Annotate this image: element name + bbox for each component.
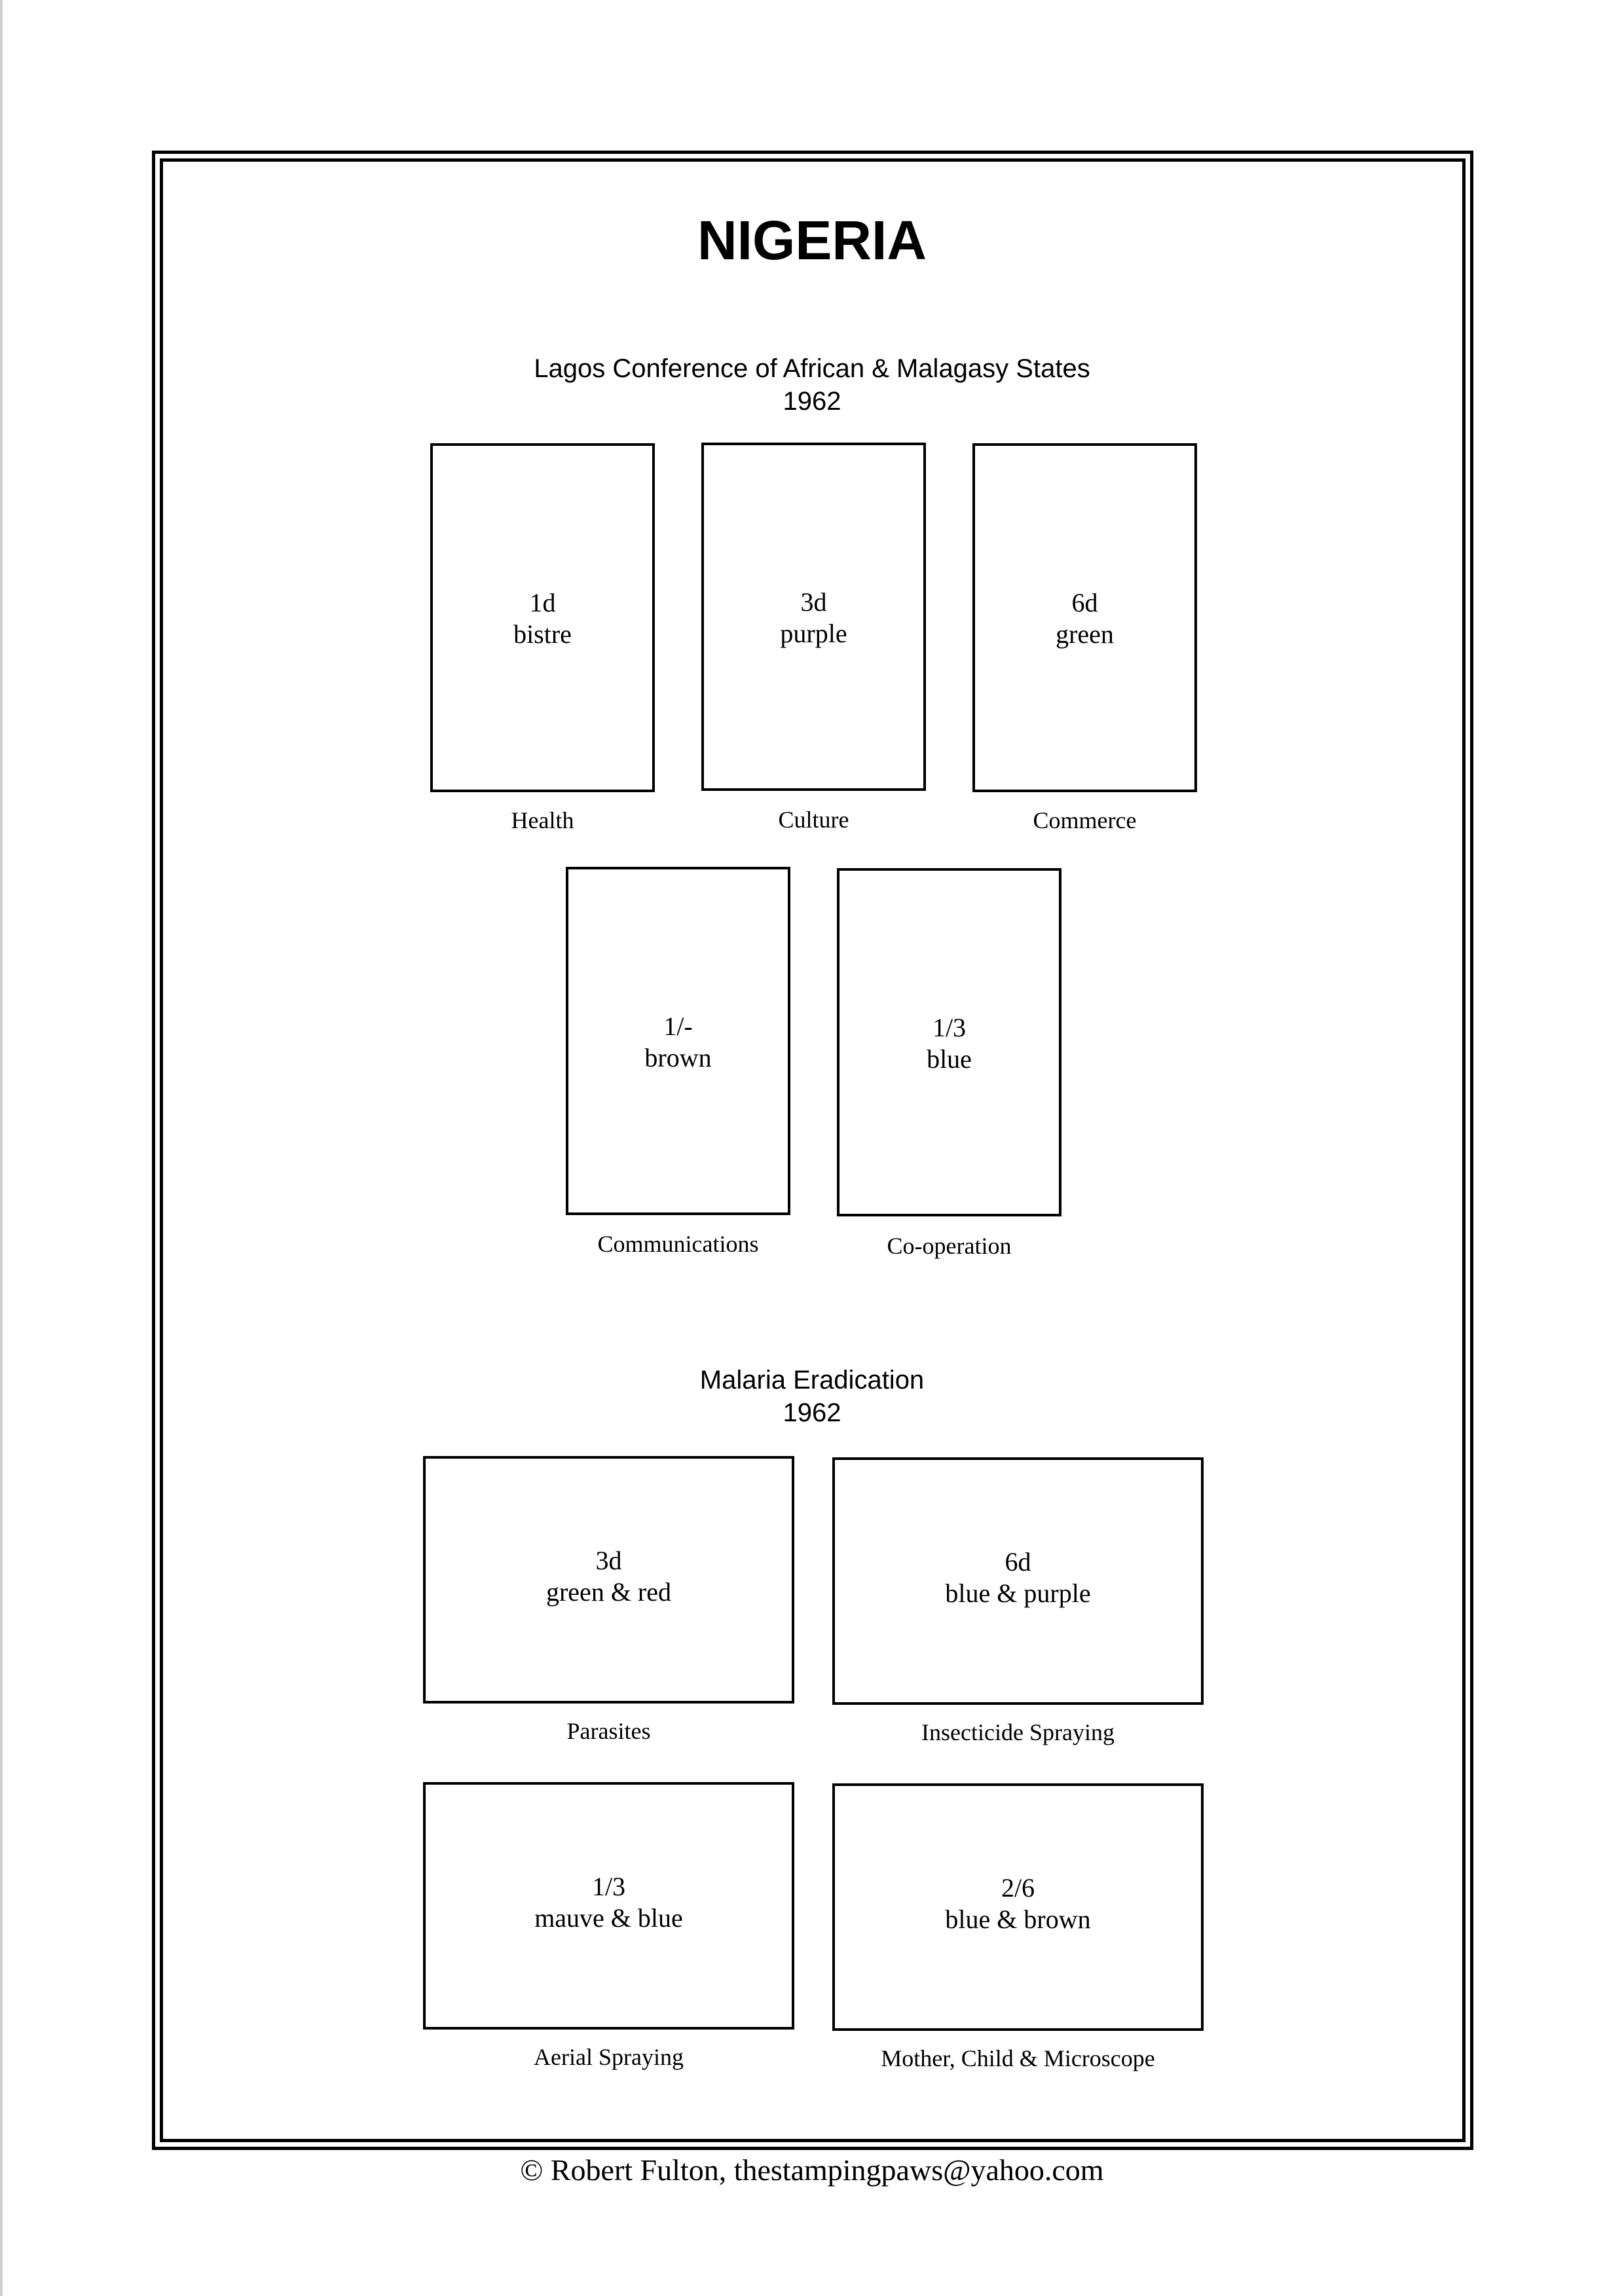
stamp-color: green & red bbox=[545, 1577, 671, 1607]
stamp-caption: Insecticide Spraying bbox=[921, 1719, 1115, 1745]
stamp-denomination: 2/6 bbox=[1001, 1873, 1035, 1903]
stamp-caption: Commerce bbox=[1033, 807, 1137, 833]
stamp-denomination: 1/3 bbox=[932, 1013, 967, 1042]
stamp-caption: Co-operation bbox=[887, 1233, 1012, 1259]
stamp-denomination: 1/- bbox=[663, 1011, 693, 1041]
stamp-denomination: 6d bbox=[1071, 588, 1098, 617]
stamp-color: mauve & blue bbox=[534, 1903, 683, 1933]
stamp-caption: Mother, Child & Microscope bbox=[881, 2045, 1155, 2071]
stamp-denomination: 1/3 bbox=[591, 1872, 626, 1901]
album-page-border-inner bbox=[160, 158, 1466, 2142]
stamp-denomination: 3d bbox=[800, 587, 827, 617]
section-title: Lagos Conference of African & Malagasy S… bbox=[534, 354, 1090, 383]
copyright-footer: © Robert Fulton, thestampingpaws@yahoo.c… bbox=[520, 2153, 1104, 2187]
stamp-color: blue & purple bbox=[945, 1578, 1091, 1608]
stamp-caption: Culture bbox=[778, 807, 849, 833]
stamp-caption: Communications bbox=[597, 1231, 759, 1257]
stamp-color: blue & brown bbox=[945, 1904, 1091, 1934]
section-heading-malaria: Malaria Eradication 1962 bbox=[0, 1364, 1624, 1429]
stamp-box: 1/3 mauve & blue bbox=[423, 1782, 794, 2030]
section-title: Malaria Eradication bbox=[699, 1366, 925, 1394]
stamp-denomination: 3d bbox=[595, 1546, 622, 1575]
stamp-denomination: 6d bbox=[1005, 1547, 1031, 1576]
stamp-box: 6d blue & purple bbox=[832, 1457, 1204, 1705]
album-page-border-outer bbox=[152, 151, 1473, 2150]
stamp-color: green bbox=[1056, 619, 1114, 649]
page-title: NIGERIA bbox=[697, 210, 927, 271]
stamp-box: 1/3 blue bbox=[837, 868, 1061, 1216]
section-year: 1962 bbox=[783, 387, 841, 416]
stamp-box: 1d bistre bbox=[430, 443, 655, 792]
stamp-caption: Aerial Spraying bbox=[534, 2044, 684, 2070]
stamp-color: bistre bbox=[513, 619, 572, 649]
stamp-color: blue bbox=[927, 1044, 972, 1074]
stamp-color: brown bbox=[644, 1043, 712, 1072]
stamp-caption: Parasites bbox=[566, 1718, 651, 1744]
stamp-box: 2/6 blue & brown bbox=[832, 1783, 1204, 2031]
stamp-color: purple bbox=[780, 619, 847, 648]
stamp-caption: Health bbox=[511, 807, 574, 833]
section-year: 1962 bbox=[783, 1398, 841, 1427]
section-heading-lagos: Lagos Conference of African & Malagasy S… bbox=[0, 352, 1624, 418]
stamp-box: 3d purple bbox=[701, 443, 926, 791]
stamp-box: 3d green & red bbox=[423, 1456, 794, 1704]
page-edge bbox=[0, 0, 3, 2296]
stamp-denomination: 1d bbox=[529, 588, 556, 617]
stamp-box: 6d green bbox=[972, 443, 1197, 792]
stamp-box: 1/- brown bbox=[566, 867, 790, 1215]
